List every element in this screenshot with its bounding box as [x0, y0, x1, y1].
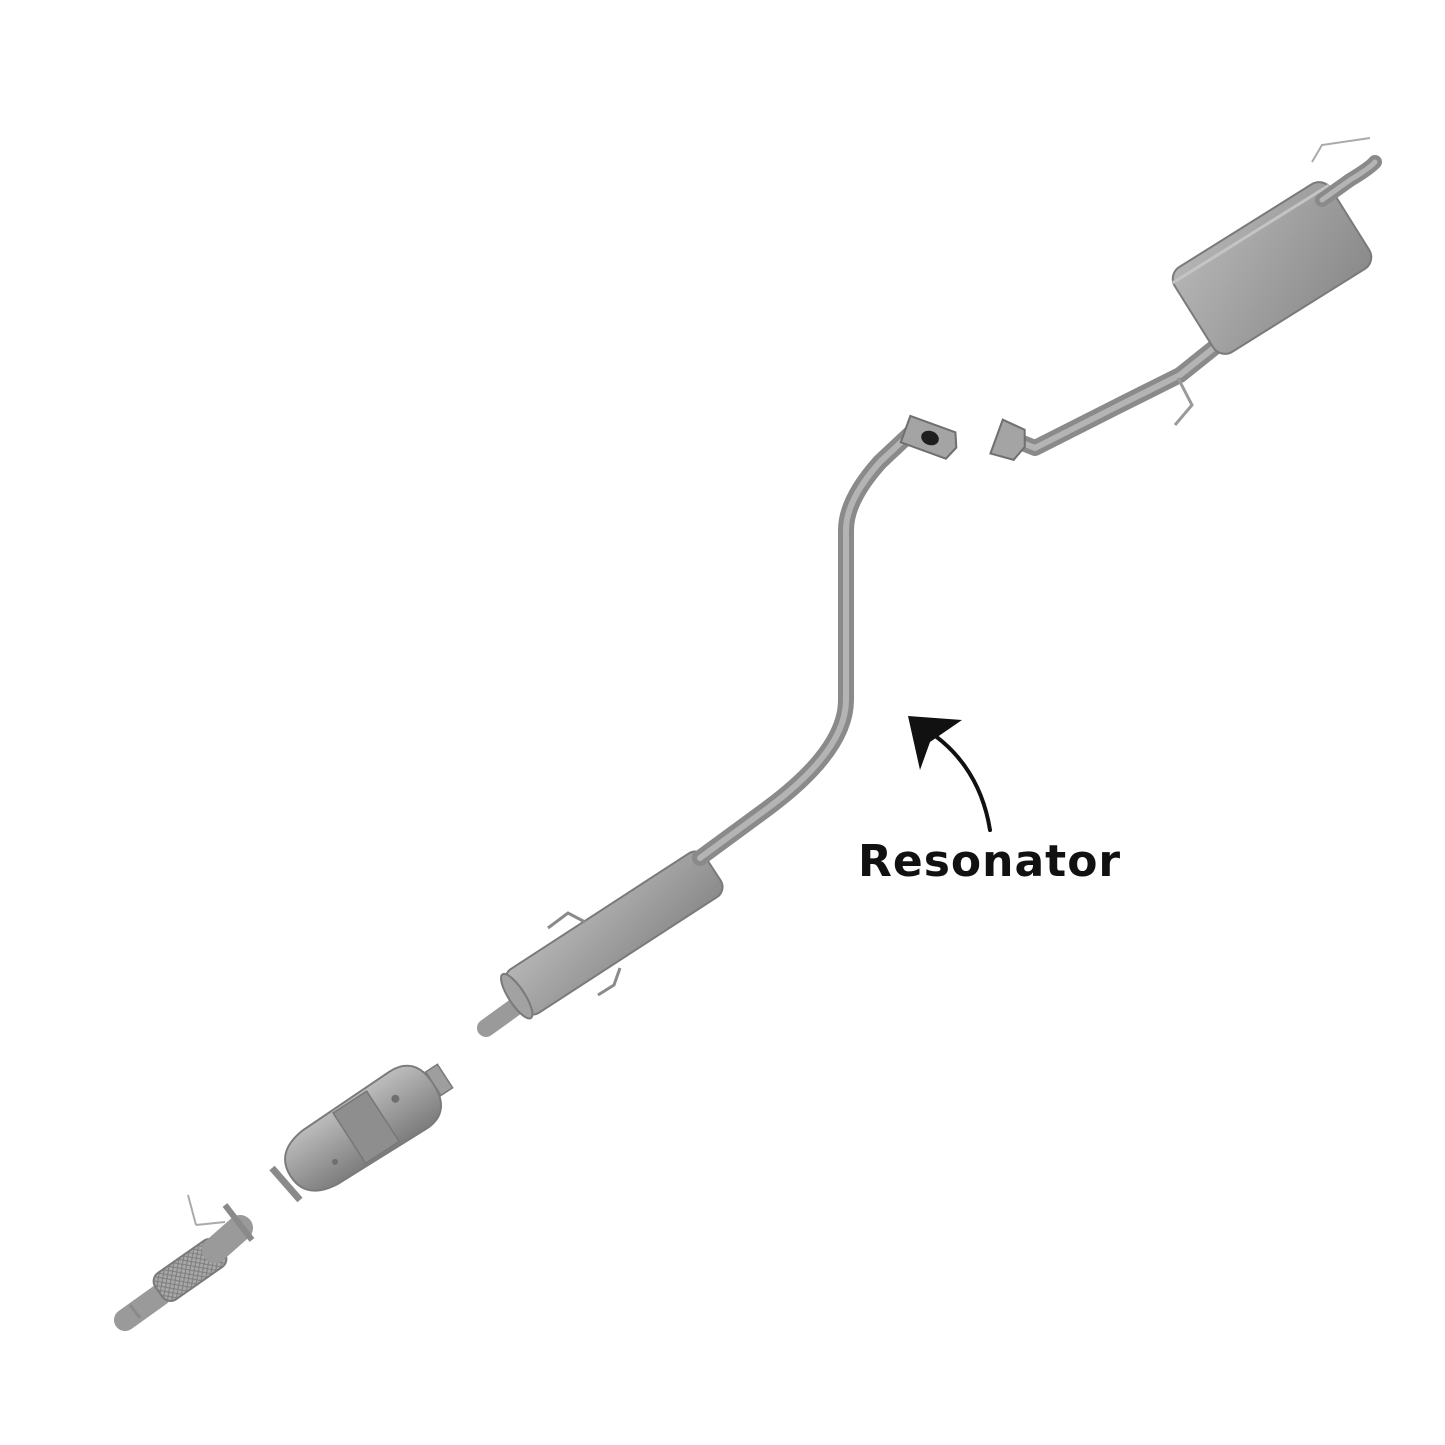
rear-muffler — [989, 137, 1382, 461]
resonator-section — [477, 414, 958, 1037]
annotation-arrow — [908, 716, 992, 832]
catalytic-converter — [269, 1063, 454, 1203]
flex-pipe — [114, 1194, 255, 1331]
resonator-label: Resonator — [858, 836, 1122, 887]
